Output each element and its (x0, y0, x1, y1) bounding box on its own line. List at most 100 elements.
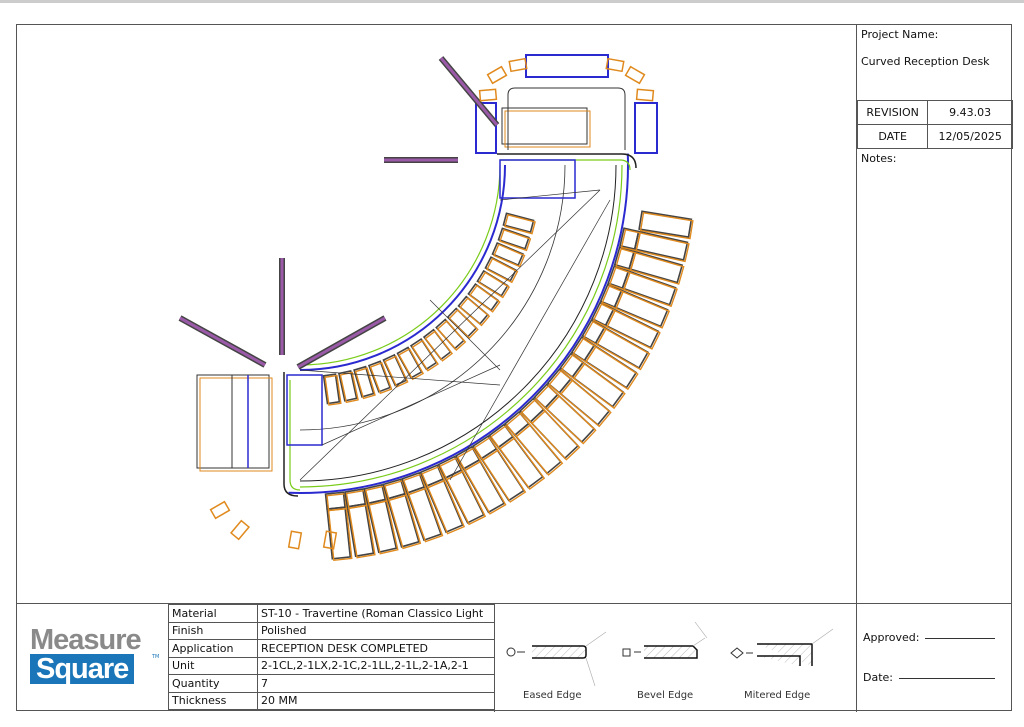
inner-piece (353, 365, 375, 398)
outer-piece-inner (419, 464, 445, 488)
eased-edge-diagram (506, 631, 607, 687)
inner-piece (497, 227, 530, 250)
spec-value: ST-10 - Travertine (Roman Classico Light (257, 604, 495, 623)
inner-piece (468, 284, 501, 313)
small-piece (229, 519, 251, 541)
outer-piece-inner (613, 246, 636, 270)
spec-label: Finish (168, 621, 258, 640)
bevel-edge-label: Bevel Edge (637, 690, 694, 701)
small-piece (635, 88, 655, 102)
inner-piece (322, 373, 341, 405)
bevel-edge-diagram (622, 621, 708, 659)
outer-piece (639, 211, 694, 240)
inner-piece (411, 339, 439, 372)
outer-piece-inner (608, 266, 631, 291)
approval-date-field[interactable]: Date: (863, 671, 995, 684)
inner-piece (398, 348, 425, 381)
outer-piece-inner (473, 436, 499, 462)
layout-line (499, 189, 601, 201)
desk-inner-edge (299, 164, 501, 366)
inner-piece (499, 228, 532, 252)
blue-edge (299, 164, 506, 371)
desk-outer-edge (299, 164, 623, 488)
outer-piece-inner (364, 485, 388, 506)
mitered-edge-diagram (730, 628, 834, 666)
outer-piece (615, 290, 671, 329)
edge-profiles: Eased Edge Bevel Edge Mitered Edge (494, 604, 857, 712)
top-panel (525, 54, 609, 78)
approved-label: Approved: (863, 631, 920, 644)
inner-piece (448, 309, 479, 340)
outer-piece-inner (439, 457, 464, 481)
outer-piece (638, 210, 693, 238)
loose-strip (439, 57, 499, 126)
revision-label: REVISION (856, 100, 929, 125)
layout-line (299, 369, 501, 386)
outer-piece-inner (382, 478, 406, 500)
outer-piece-inner (402, 473, 427, 496)
outer-piece-inner (620, 228, 641, 252)
desk-outer-edge (299, 164, 617, 482)
inner-piece (459, 297, 491, 327)
inner-piece (493, 243, 526, 268)
inner-piece (337, 369, 358, 402)
outer-piece-inner (490, 425, 516, 450)
inner-piece (324, 374, 342, 406)
top-block (504, 110, 591, 148)
outer-piece-inner (384, 480, 408, 502)
spec-value: Polished (257, 621, 495, 640)
outer-piece-inner (363, 483, 387, 505)
outer-piece-inner (345, 489, 368, 510)
outer-piece-inner (520, 399, 547, 425)
approval-block: Approved: Date: (856, 604, 1012, 712)
title-block: Project Name: Curved Reception Desk REVI… (856, 24, 1013, 604)
small-piece (508, 57, 528, 73)
layout-line (321, 364, 501, 446)
side-block (199, 377, 273, 472)
top-outline (507, 87, 626, 150)
outer-piece-inner (401, 471, 426, 495)
outer-piece-inner (560, 354, 586, 380)
layout-line (449, 199, 611, 481)
eased-edge-label: Eased Edge (523, 690, 582, 701)
mitered-edge-label: Mitered Edge (744, 690, 811, 701)
spec-value: 7 (257, 674, 495, 693)
spec-value: 20 MM (257, 691, 495, 710)
outer-piece-inner (615, 247, 637, 272)
approval-date-line (899, 677, 995, 679)
outer-piece-inner (421, 465, 446, 489)
side-panel (634, 102, 658, 154)
loose-strip (297, 316, 386, 369)
approved-field[interactable]: Approved: (863, 631, 996, 644)
spec-label: Quantity (168, 674, 258, 693)
inner-piece (436, 320, 467, 351)
inner-piece (486, 257, 519, 284)
outer-piece-inner (592, 303, 616, 328)
project-name: Curved Reception Desk (861, 55, 990, 68)
outer-piece-inner (619, 227, 640, 250)
top-bar (0, 0, 1024, 3)
outer-piece-inner (505, 412, 532, 438)
outer-piece (623, 271, 678, 308)
outer-piece-inner (601, 285, 624, 310)
outer-piece-inner (583, 320, 607, 346)
outer-piece-inner (344, 488, 367, 508)
layout-line (429, 299, 501, 371)
outer-piece-inner (456, 447, 482, 472)
end-panel (286, 374, 323, 446)
outer-piece-inner (548, 369, 574, 396)
desk-return (283, 153, 637, 497)
desk-return (289, 159, 631, 491)
layout-line (299, 189, 601, 481)
inner-piece (491, 241, 525, 267)
logo-tm: TM (152, 654, 160, 660)
side-panel (475, 102, 497, 154)
inner-piece (477, 271, 511, 299)
outer-piece-inner (607, 265, 630, 290)
spec-label: Application (168, 639, 258, 658)
